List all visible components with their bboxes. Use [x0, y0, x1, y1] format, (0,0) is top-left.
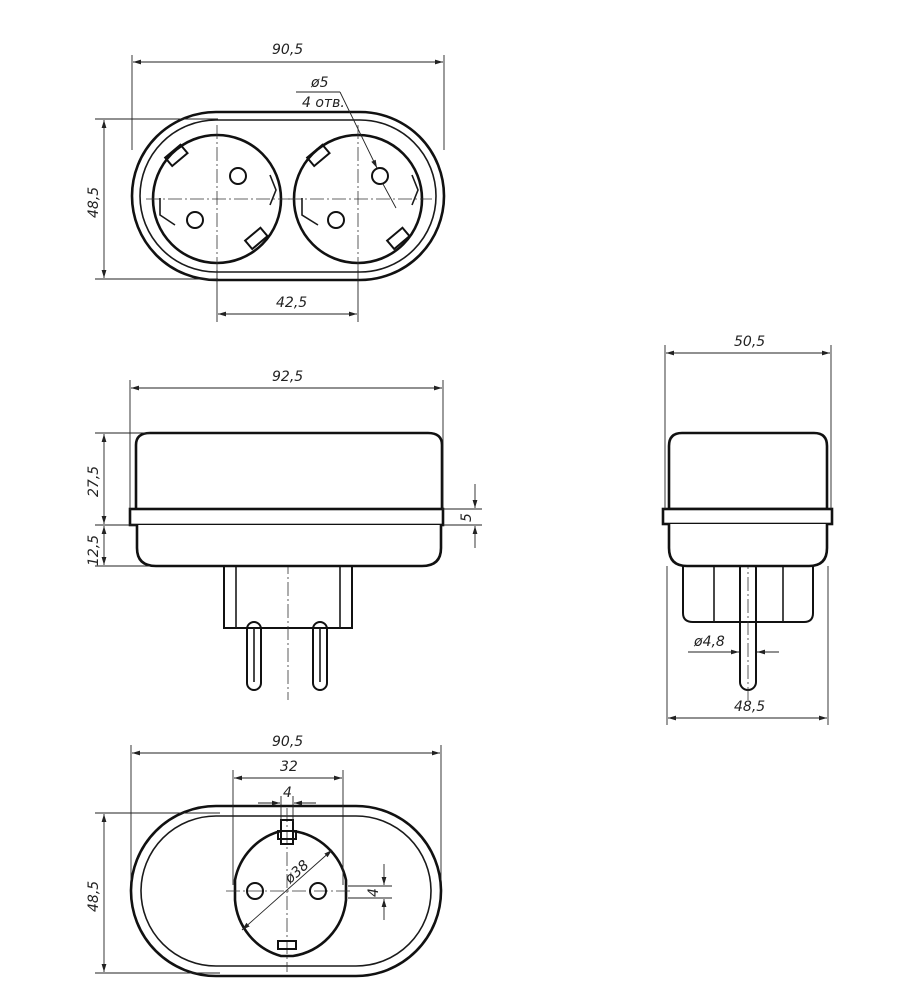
- socket-spacing-label: 42,5: [276, 295, 307, 311]
- side-top-width-label: 50,5: [734, 334, 765, 350]
- side-view: 50,5 48,5 ø4,8: [661, 334, 834, 725]
- plug-width-label: 32: [280, 759, 298, 775]
- right-socket: [288, 125, 432, 272]
- front-pins: [223, 560, 353, 700]
- side-body-upper: [667, 431, 829, 511]
- top-width-label: 90,5: [272, 42, 303, 58]
- top-height-label: 48,5: [86, 187, 102, 218]
- front-view: 92,5 27,5 12,5 5: [86, 369, 482, 700]
- plug-disc: ø38: [226, 808, 352, 972]
- bottom-view: ø38 90,5 32 4 4 48,5: [86, 734, 443, 978]
- top-body-outline: [130, 110, 446, 282]
- bottom-height-label: 48,5: [86, 881, 102, 912]
- hole-diameter-label: ø5: [310, 75, 329, 91]
- band-height-label: 5: [459, 513, 475, 522]
- side-band: [661, 507, 834, 526]
- front-upper-height-label: 27,5: [86, 466, 102, 497]
- bottom-body-outline: [129, 804, 443, 978]
- front-width-label: 92,5: [272, 369, 303, 385]
- hole-count-label: 4 отв.: [302, 95, 345, 111]
- side-pin-housing: [682, 555, 814, 700]
- plug-diameter-label: ø38: [281, 857, 312, 887]
- top-view: 90,5 48,5 42,5 ø5 4 отв.: [86, 42, 446, 322]
- side-bottom-width-label: 48,5: [734, 699, 765, 715]
- front-band: [128, 507, 445, 527]
- pin-diameter-label: ø4,8: [693, 634, 725, 650]
- left-socket: [146, 125, 290, 272]
- slot-width-label: 4: [283, 785, 292, 801]
- bottom-width-label: 90,5: [272, 734, 303, 750]
- front-body-lower: [135, 525, 443, 568]
- front-lower-height-label: 12,5: [86, 535, 102, 566]
- side-body-lower: [667, 524, 829, 568]
- right-slot-label: 4: [366, 888, 382, 897]
- front-body-upper: [134, 431, 444, 512]
